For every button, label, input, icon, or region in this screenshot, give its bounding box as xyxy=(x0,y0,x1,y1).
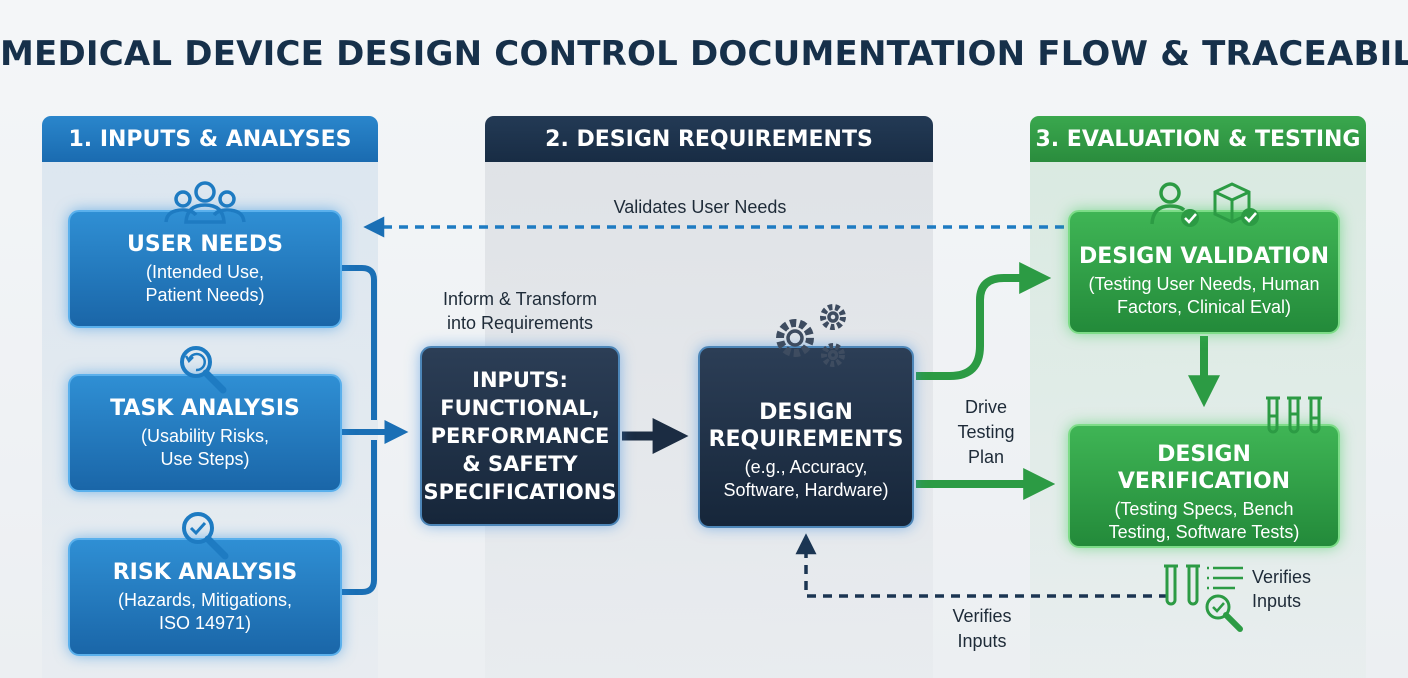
task-analysis-title: TASK ANALYSIS xyxy=(110,396,300,421)
task-analysis-line2: Use Steps) xyxy=(160,449,250,469)
design-verification-box: DESIGN VERIFICATION (Testing Specs, Benc… xyxy=(1068,424,1340,548)
task-analysis-box: TASK ANALYSIS (Usability Risks, Use Step… xyxy=(68,374,342,492)
user-needs-line1: (Intended Use, xyxy=(145,262,265,282)
design-requirements-line1: (e.g., Accuracy, xyxy=(744,456,868,477)
design-requirements-title1: DESIGN xyxy=(759,399,853,425)
risk-analysis-title: RISK ANALYSIS xyxy=(112,560,298,585)
label-verifies-inputs-right-2: Inputs xyxy=(1252,591,1302,611)
gears-icon xyxy=(776,304,846,367)
user-check-icon xyxy=(1150,182,1199,227)
magnifier-refresh-icon xyxy=(180,346,227,394)
page-title: MEDICAL DEVICE DESIGN CONTROL DOCUMENTAT… xyxy=(0,34,1408,74)
design-validation-line1: (Testing User Needs, Human xyxy=(1088,274,1320,294)
design-verification-title: DESIGN VERIFICATION xyxy=(1117,441,1291,494)
label-inform-1: Inform & Transform xyxy=(442,289,598,309)
label-validates-user-needs: Validates User Needs xyxy=(613,197,787,217)
label-verifies-inputs-right-1: Verifies xyxy=(1252,567,1312,587)
label-verifies-inputs-bottom-1: Verifies xyxy=(952,606,1012,626)
inputs-line5: SPECIFICATIONS xyxy=(423,480,617,504)
design-verification-line1: (Testing Specs, Bench xyxy=(1114,498,1294,519)
connector-user-needs xyxy=(342,265,377,420)
design-requirements-title2: REQUIREMENTS xyxy=(708,426,904,452)
label-drive-3: Plan xyxy=(967,447,1005,467)
test-tubes-checklist-icon xyxy=(1164,564,1243,632)
label-inform-2: into Requirements xyxy=(446,313,594,333)
package-check-icon xyxy=(1213,182,1259,226)
design-validation-title: DESIGN VALIDATION xyxy=(1078,244,1330,269)
design-requirements-box: DESIGN REQUIREMENTS (e.g., Accuracy, Sof… xyxy=(698,346,914,528)
test-tubes-icon xyxy=(1266,396,1322,434)
task-analysis-line1: (Usability Risks, xyxy=(140,426,269,446)
column-header-requirements: 2. DESIGN REQUIREMENTS xyxy=(485,116,933,162)
column-header-testing: 3. EVALUATION & TESTING xyxy=(1030,116,1366,162)
connector-risk-analysis xyxy=(342,440,377,595)
design-requirements-line2: Software, Hardware) xyxy=(723,479,889,500)
label-drive-1: Drive xyxy=(964,397,1007,417)
users-icon xyxy=(164,181,246,224)
arrow-to-validation xyxy=(916,262,1052,380)
inputs-specifications-box: INPUTS: FUNCTIONAL, PERFORMANCE & SAFETY… xyxy=(420,346,620,526)
inputs-line2: FUNCTIONAL, xyxy=(440,396,600,420)
label-drive-2: Testing xyxy=(957,422,1015,442)
column-header-inputs: 1. INPUTS & ANALYSES xyxy=(42,116,378,162)
user-needs-title: USER NEEDS xyxy=(127,232,283,257)
risk-analysis-line1: (Hazards, Mitigations, xyxy=(117,590,293,610)
label-verifies-inputs-bottom-2: Inputs xyxy=(957,631,1007,651)
design-validation-box: DESIGN VALIDATION (Testing User Needs, H… xyxy=(1068,210,1340,334)
design-validation-line2: Factors, Clinical Eval) xyxy=(1116,297,1292,317)
dashed-verifies-inputs xyxy=(795,533,1168,598)
risk-analysis-box: RISK ANALYSIS (Hazards, Mitigations, ISO… xyxy=(68,538,342,656)
inputs-line1: INPUTS: xyxy=(472,368,568,392)
risk-analysis-line2: ISO 14971) xyxy=(158,613,252,633)
magnifier-check-icon xyxy=(182,512,229,560)
user-needs-box: USER NEEDS (Intended Use, Patient Needs) xyxy=(68,210,342,328)
inputs-line4: & SAFETY xyxy=(462,452,578,476)
design-verification-line2: Testing, Software Tests) xyxy=(1108,521,1300,542)
user-needs-line2: Patient Needs) xyxy=(145,285,265,305)
inputs-line3: PERFORMANCE xyxy=(430,424,610,448)
